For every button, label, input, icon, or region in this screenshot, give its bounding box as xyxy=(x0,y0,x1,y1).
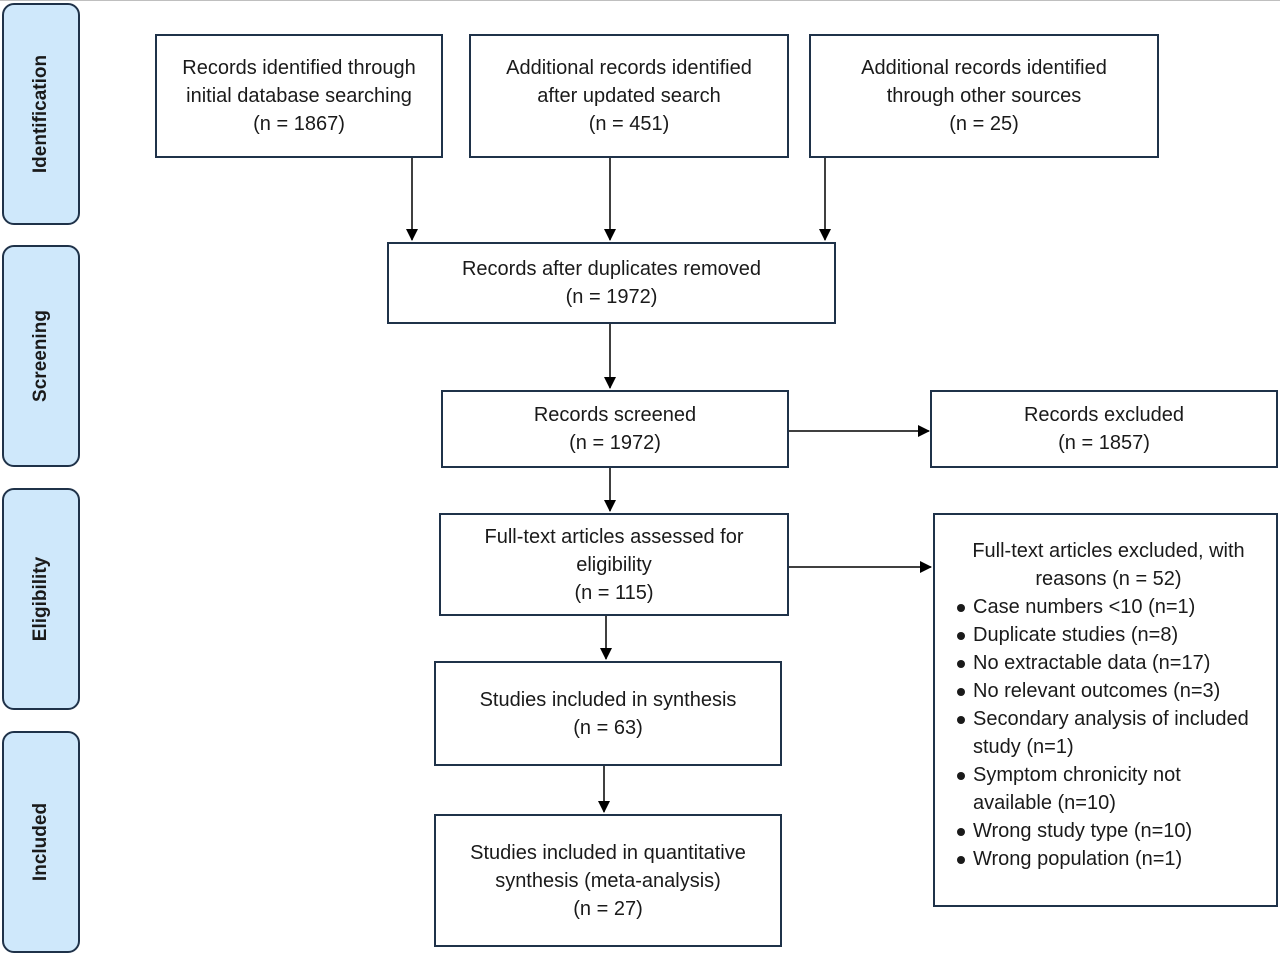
box-line: Records after duplicates removed xyxy=(461,258,762,280)
box-line: through other sources xyxy=(886,85,1082,107)
phase-eligibility: Eligibility xyxy=(2,488,80,710)
box-line: (n = 27) xyxy=(573,897,643,920)
box-updated-search: Additional records identified after upda… xyxy=(469,34,789,158)
box-line: (n = 25) xyxy=(949,113,1019,135)
box-line: (n = 115) xyxy=(574,581,654,604)
box-line: after updated search xyxy=(537,85,721,107)
box-line: Additional records identified xyxy=(506,57,752,79)
box-line: (n = 1867) xyxy=(253,113,345,135)
box-line: eligibility xyxy=(576,553,652,576)
box-line: Records identified through xyxy=(182,57,416,79)
box-line: (n = 1857) xyxy=(1058,432,1150,454)
box-line: initial database searching xyxy=(186,85,412,107)
exclusion-reason: Secondary analysis of included study (n=… xyxy=(955,705,1262,761)
box-records-screened: Records screened (n = 1972) xyxy=(441,390,789,468)
box-fulltext-excluded: Full-text articles excluded, with reason… xyxy=(933,513,1278,907)
phase-included: Included xyxy=(2,731,80,953)
excluded-heading-line: reasons (n = 52) xyxy=(1035,568,1182,590)
box-meta-analysis: Studies included in quantitative synthes… xyxy=(434,814,782,947)
box-line: (n = 1972) xyxy=(565,286,658,308)
box-records-excluded: Records excluded (n = 1857) xyxy=(930,390,1278,468)
box-line: (n = 1972) xyxy=(569,432,661,454)
box-fulltext-assessed: Full-text articles assessed for eligibil… xyxy=(439,513,789,616)
exclusion-reason: Wrong study type (n=10) xyxy=(955,817,1262,845)
exclusion-reasons-list: Case numbers <10 (n=1) Duplicate studies… xyxy=(955,593,1262,873)
phase-identification: Identification xyxy=(2,3,80,225)
exclusion-reason: No relevant outcomes (n=3) xyxy=(955,677,1262,705)
box-line: Records excluded xyxy=(1023,404,1185,426)
exclusion-reason: Symptom chronicity not available (n=10) xyxy=(955,761,1262,817)
excluded-heading-line: Full-text articles excluded, with xyxy=(972,540,1245,562)
box-database-search: Records identified through initial datab… xyxy=(155,34,443,158)
box-duplicates-removed: Records after duplicates removed (n = 19… xyxy=(387,242,836,324)
box-line: synthesis (meta-analysis) xyxy=(495,869,721,892)
exclusion-reason: Duplicate studies (n=8) xyxy=(955,621,1262,649)
box-line: Additional records identified xyxy=(861,57,1107,79)
box-line: Studies included in quantitative xyxy=(470,841,746,864)
box-line: Records screened xyxy=(533,404,697,426)
box-line: (n = 63) xyxy=(573,716,643,739)
exclusion-reason: No extractable data (n=17) xyxy=(955,649,1262,677)
box-line: (n = 451) xyxy=(588,113,670,135)
box-line: Studies included in synthesis xyxy=(479,688,737,711)
exclusion-reason: Case numbers <10 (n=1) xyxy=(955,593,1262,621)
box-line: Full-text articles assessed for xyxy=(484,525,744,548)
box-other-sources: Additional records identified through ot… xyxy=(809,34,1159,158)
box-studies-synthesis: Studies included in synthesis (n = 63) xyxy=(434,661,782,766)
phase-screening: Screening xyxy=(2,245,80,467)
exclusion-reason: Wrong population (n=1) xyxy=(955,845,1262,873)
